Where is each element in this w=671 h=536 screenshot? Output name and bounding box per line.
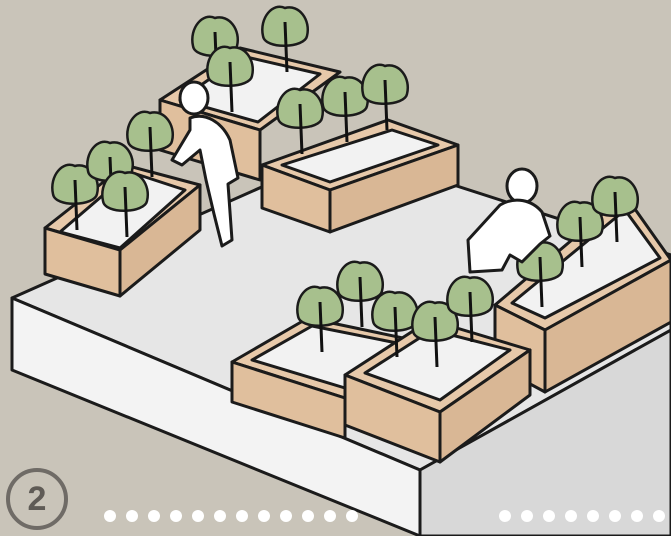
divider-dot xyxy=(565,510,577,522)
divider-dot xyxy=(543,510,555,522)
divider-dot xyxy=(324,510,336,522)
divider-dot xyxy=(258,510,270,522)
divider-dot xyxy=(126,510,138,522)
divider-dot xyxy=(653,510,665,522)
divider-dot xyxy=(170,510,182,522)
divider-dot xyxy=(104,510,116,522)
divider-dot xyxy=(214,510,226,522)
divider-dot xyxy=(280,510,292,522)
divider-dot xyxy=(631,510,643,522)
divider-dot xyxy=(346,510,358,522)
divider-dot xyxy=(236,510,248,522)
divider-dot xyxy=(148,510,160,522)
divider-dot xyxy=(521,510,533,522)
divider-dot xyxy=(587,510,599,522)
divider-dot xyxy=(499,510,511,522)
divider-dot xyxy=(302,510,314,522)
divider-dot xyxy=(192,510,204,522)
divider-dot xyxy=(609,510,621,522)
